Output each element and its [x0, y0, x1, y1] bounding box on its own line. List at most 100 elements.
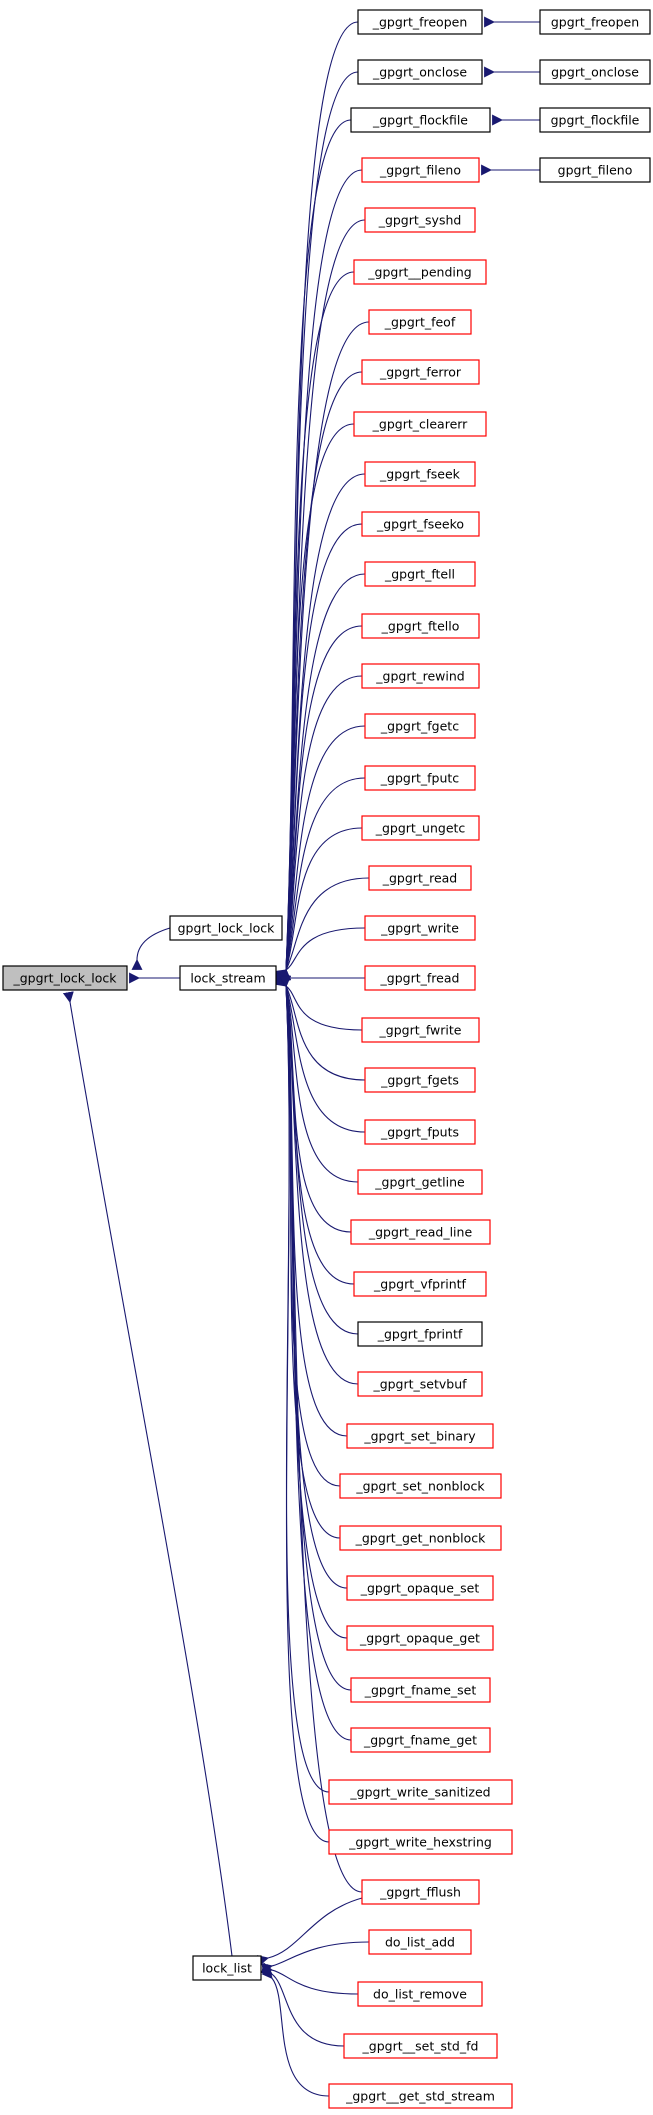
node-do-list-remove-label: do_list_remove	[373, 1987, 467, 2002]
edge-read-to-lock-stream	[276, 877, 370, 982]
node-onclose[interactable]: _gpgrt_onclose	[357, 59, 483, 85]
node-setvbuf-box	[357, 1371, 483, 1397]
node-fread[interactable]: _gpgrt_fread	[364, 965, 476, 991]
node-feof[interactable]: _gpgrt_feof	[368, 309, 472, 335]
node-fileno-label: _gpgrt_fileno	[379, 163, 461, 178]
node-fseek-box	[364, 461, 476, 487]
node-flockfile-public-box	[539, 107, 651, 133]
node-syshd[interactable]: _gpgrt_syshd	[364, 207, 476, 233]
node-onclose-label: _gpgrt_onclose	[372, 65, 467, 80]
node-fputs[interactable]: _gpgrt_fputs	[364, 1119, 476, 1145]
node-fputc[interactable]: _gpgrt_fputc	[364, 765, 476, 791]
node-gpgrt-lock-lock-root-label: _gpgrt_lock_lock	[12, 971, 117, 986]
node-flockfile[interactable]: _gpgrt_flockfile	[350, 107, 491, 133]
node-onclose-box	[357, 59, 483, 85]
node-freopen-public-label: gpgrt_freopen	[551, 15, 639, 30]
node-set-nonblock[interactable]: _gpgrt_set_nonblock	[339, 1473, 502, 1499]
node-fname-set[interactable]: _gpgrt_fname_set	[350, 1677, 491, 1703]
node-opaque-get-label: _gpgrt_opaque_get	[359, 1631, 480, 1646]
node-onclose-public[interactable]: gpgrt_onclose	[539, 59, 651, 85]
node-lock-stream-box	[179, 965, 277, 991]
node-vfprintf[interactable]: _gpgrt_vfprintf	[353, 1271, 487, 1297]
node-setvbuf[interactable]: _gpgrt_setvbuf	[357, 1371, 483, 1397]
node-flockfile-label: _gpgrt_flockfile	[372, 113, 468, 128]
node-gpgrt-lock-lock-box	[169, 915, 283, 941]
node-lock-list[interactable]: lock_list	[192, 1955, 262, 1981]
node-freopen[interactable]: _gpgrt_freopen	[357, 9, 483, 35]
node-syshd-box	[364, 207, 476, 233]
node-ftell[interactable]: _gpgrt_ftell	[364, 561, 476, 587]
edge-fseeko-to-lock-stream	[279, 523, 363, 981]
node-clearerr[interactable]: _gpgrt_clearerr	[353, 411, 487, 437]
node-read-line[interactable]: _gpgrt_read_line	[350, 1219, 491, 1245]
node-ferror[interactable]: _gpgrt_ferror	[361, 359, 480, 385]
node-fileno[interactable]: _gpgrt_fileno	[361, 157, 480, 183]
node-write-hexstring-box	[328, 1829, 513, 1855]
node-set-nonblock-label: _gpgrt_set_nonblock	[355, 1479, 485, 1494]
node-fwrite-box	[361, 1017, 480, 1043]
node-lock-stream[interactable]: lock_stream	[179, 965, 277, 991]
node-ferror-label: _gpgrt_ferror	[379, 365, 462, 380]
node-clearerr-box	[353, 411, 487, 437]
node-set-binary[interactable]: _gpgrt_set_binary	[346, 1423, 494, 1449]
node-read[interactable]: _gpgrt_read	[368, 865, 472, 891]
node-rewind[interactable]: _gpgrt_rewind	[361, 663, 480, 689]
node-write-sanitized[interactable]: _gpgrt_write_sanitized	[328, 1779, 513, 1805]
node-write[interactable]: _gpgrt_write	[364, 915, 476, 941]
node-gpgrt-lock-lock-root[interactable]: _gpgrt_lock_lock	[2, 965, 128, 991]
node-rewind-label: _gpgrt_rewind	[375, 669, 464, 684]
node-lock-stream-label: lock_stream	[190, 971, 265, 986]
edge-gpgrt-lock-lock-to-root	[131, 927, 171, 970]
node-opaque-get[interactable]: _gpgrt_opaque_get	[346, 1625, 494, 1651]
edge-onclose-to-lock-stream	[280, 71, 359, 981]
node-fwrite-label: _gpgrt_fwrite	[379, 1023, 462, 1038]
node-opaque-set[interactable]: _gpgrt_opaque_set	[346, 1575, 494, 1601]
node-fname-set-label: _gpgrt_fname_set	[364, 1683, 477, 1698]
node-fprintf[interactable]: _gpgrt_fprintf	[357, 1321, 483, 1347]
node-freopen-public-box	[539, 9, 651, 35]
edge-ftello-to-lock-stream	[279, 625, 363, 981]
node-get-nonblock-label: _gpgrt_get_nonblock	[355, 1531, 487, 1546]
node-fseeko[interactable]: _gpgrt_fseeko	[361, 511, 480, 537]
node-ftello[interactable]: _gpgrt_ftello	[361, 613, 480, 639]
node-write-hexstring[interactable]: _gpgrt_write_hexstring	[328, 1829, 513, 1855]
node-fflush-box	[361, 1879, 480, 1905]
node-fileno-public[interactable]: gpgrt_fileno	[539, 157, 651, 183]
node-fgets-box	[364, 1067, 476, 1093]
node-getline[interactable]: _gpgrt_getline	[357, 1169, 483, 1195]
node-fgets[interactable]: _gpgrt_fgets	[364, 1067, 476, 1093]
node-get-nonblock-box	[339, 1525, 502, 1551]
node-ungetc[interactable]: _gpgrt_ungetc	[361, 815, 480, 841]
node-fileno-public-box	[539, 157, 651, 183]
node-fname-set-box	[350, 1677, 491, 1703]
node-do-list-add[interactable]: do_list_add	[368, 1929, 472, 1955]
edge-write-sanitized-to-lock-stream	[280, 975, 330, 1793]
node-pending-label: _gpgrt__pending	[367, 265, 471, 280]
node-fseek[interactable]: _gpgrt_fseek	[364, 461, 476, 487]
node-fprintf-box	[357, 1321, 483, 1347]
node-ftello-box	[361, 613, 480, 639]
node-get-nonblock[interactable]: _gpgrt_get_nonblock	[339, 1525, 502, 1551]
node-fname-get[interactable]: _gpgrt_fname_get	[350, 1727, 491, 1753]
node-do-list-remove[interactable]: do_list_remove	[357, 1981, 483, 2007]
node-flockfile-public[interactable]: gpgrt_flockfile	[539, 107, 651, 133]
node-fprintf-label: _gpgrt_fprintf	[377, 1327, 463, 1342]
node-fgetc[interactable]: _gpgrt_fgetc	[364, 713, 476, 739]
node-set-std-fd[interactable]: _gpgrt__set_std_fd	[343, 2033, 498, 2059]
node-ungetc-label: _gpgrt_ungetc	[375, 821, 466, 836]
node-pending[interactable]: _gpgrt__pending	[353, 259, 487, 285]
edge-setvbuf-to-lock-stream	[279, 975, 359, 1385]
node-lock-list-label: lock_list	[202, 1961, 252, 1976]
node-pending-box	[353, 259, 487, 285]
node-gpgrt-lock-lock[interactable]: gpgrt_lock_lock	[169, 915, 283, 941]
node-fflush[interactable]: _gpgrt_fflush	[361, 1879, 480, 1905]
edge-get-std-stream-to-lock-list	[261, 1967, 330, 2097]
node-get-std-stream[interactable]: _gpgrt__get_std_stream	[328, 2083, 513, 2109]
node-fwrite[interactable]: _gpgrt_fwrite	[361, 1017, 480, 1043]
edge-do-list-remove-to-lock-list	[261, 1962, 359, 1995]
node-do-list-remove-box	[357, 1981, 483, 2007]
node-freopen-public[interactable]: gpgrt_freopen	[539, 9, 651, 35]
node-freopen-label: _gpgrt_freopen	[372, 15, 468, 30]
edge-pending-to-lock-stream	[279, 271, 355, 981]
